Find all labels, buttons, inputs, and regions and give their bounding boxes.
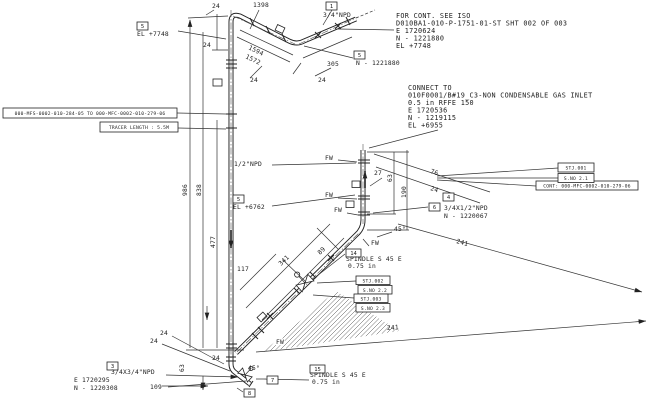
valve14-spec: SPINDLE S 45 E xyxy=(346,256,402,263)
dim-305: 305 xyxy=(327,61,339,68)
line-reference-label: 000-MFS-0002-010-284-05 TO 000-MFC-0002-… xyxy=(15,111,166,117)
weld-ticks xyxy=(226,16,370,388)
dim-477: 477 xyxy=(210,236,217,248)
tracer-length-label: TRACER LENGTH : 5.5M xyxy=(109,125,169,131)
item-1: 1 xyxy=(330,4,333,10)
item-5b: 5 xyxy=(358,53,361,59)
item-7: 7 xyxy=(271,378,274,384)
item-14: 14 xyxy=(350,251,357,257)
dim-24-c: 24 xyxy=(250,77,258,84)
dim-109: 109 xyxy=(150,384,162,391)
dim-63-riser: 63 xyxy=(387,174,394,182)
dim-117: 117 xyxy=(237,266,249,273)
spindle-valve-diagonal xyxy=(294,271,315,293)
item-5c: 5 xyxy=(237,197,240,203)
fw-label-3: FW xyxy=(334,207,342,214)
connect-line2: 010F0001/B#19_C3-NON CONDENSABLE GAS INL… xyxy=(408,92,592,100)
reference-boxes: 000-MFS-0002-010-284-05 TO 000-MFC-0002-… xyxy=(2,107,639,313)
connect-to-note: CONNECT TO 010F0001/B#19_C3-NON CONDENSA… xyxy=(408,84,592,130)
dim-63-bottom: 63 xyxy=(179,364,186,372)
fw-label-5: FW xyxy=(276,339,284,346)
for-cont-line5: EL +7748 xyxy=(396,42,431,50)
connect-line4: E 1720536 xyxy=(408,107,448,115)
callout-texts: EL +7748 N - 1221880 3/4"NPD 1/2"NPD EL … xyxy=(74,12,488,392)
for-cont-line3: E 1720624 xyxy=(396,27,436,35)
elevation-7748: EL +7748 xyxy=(137,31,169,38)
dim-1398: 1398 xyxy=(253,2,269,9)
sno23-tag: S.NO 2.3 xyxy=(361,306,385,312)
item-8: 8 xyxy=(248,391,251,397)
dim-24-top: 24 xyxy=(212,3,220,10)
dim-27: 27 xyxy=(374,170,382,177)
dim-838: 838 xyxy=(196,184,203,196)
item-number-boxes: 1 5 5 5 4 6 3 7 8 14 15 xyxy=(106,1,455,398)
dim-190: 190 xyxy=(401,186,408,198)
extension-lines xyxy=(186,9,409,351)
valve14-bore: 0.75 in xyxy=(348,263,376,270)
for-cont-line1: FOR CONT. SEE ISO xyxy=(396,12,471,20)
item-15: 15 xyxy=(314,367,321,373)
elevation-6762: EL +6762 xyxy=(233,204,265,211)
connect-line1: CONNECT TO xyxy=(408,84,452,92)
dim-76: 76 xyxy=(429,168,439,177)
dimension-lines xyxy=(162,14,491,386)
size-3434npd: 3/4X3/4"NPD xyxy=(111,369,155,376)
cont-reference-label: CONT: 000-MFC-0002-010-279-06 xyxy=(543,184,630,190)
size-34npd: 3/4"NPD xyxy=(323,12,351,19)
northing-1220067: N - 1220067 xyxy=(444,213,488,220)
northing-1221880: N - 1221880 xyxy=(356,60,400,67)
angle-45-lower: 45° xyxy=(248,364,260,372)
item-3: 3 xyxy=(111,364,114,370)
connect-line5: N - 1219115 xyxy=(408,114,456,122)
continuation-dashed-line xyxy=(355,9,376,19)
easting-1720295: E 1720295 xyxy=(74,377,110,384)
support-symbols xyxy=(212,24,361,323)
field-weld-labels: FW FW FW FW FW xyxy=(275,155,379,347)
fw-label-1: FW xyxy=(325,155,333,162)
field-weld-x-marks xyxy=(266,22,342,320)
dim-89: 89 xyxy=(317,246,328,257)
long-dimension-241 xyxy=(255,223,647,353)
dim-241-upper: 241 xyxy=(455,238,468,248)
angle-45-upper: 45° xyxy=(394,225,406,233)
connect-line6: EL +6955 xyxy=(408,122,443,130)
item-6: 6 xyxy=(433,205,436,211)
sno22-tag: S.NO 2.2 xyxy=(363,288,387,294)
stj003-tag: STJ.003 xyxy=(360,297,381,303)
dim-24-f: 24 xyxy=(160,330,168,337)
sno21-tag: S.NO 2.1 xyxy=(564,176,588,182)
valve15-bore: 0.75 in xyxy=(312,379,340,386)
connect-line3: 0.5 in RFFE 150 xyxy=(408,99,474,107)
dim-24-h: 24 xyxy=(212,355,220,362)
dim-986: 986 xyxy=(182,184,189,196)
stj002-tag: STJ.002 xyxy=(362,279,383,285)
for-cont-line4: N - 1221880 xyxy=(396,35,444,43)
dim-24-e: 24 xyxy=(429,185,439,194)
dim-24-d: 24 xyxy=(318,77,326,84)
stj001-tag: STJ.001 xyxy=(565,166,586,172)
item-5a: 5 xyxy=(141,24,144,30)
size-12npd: 1/2"NPD xyxy=(234,161,262,168)
northing-1220308: N - 1220308 xyxy=(74,385,118,392)
size-3412npd: 3/4X1/2"NPD xyxy=(444,205,488,212)
for-cont-note: FOR CONT. SEE ISO D010BA1-010-P-1751-01-… xyxy=(396,12,567,50)
item-4: 4 xyxy=(447,195,451,201)
dim-24-b: 24 xyxy=(203,42,211,49)
dim-241-lower: 241 xyxy=(387,324,399,332)
fw-label-2: FW xyxy=(325,192,333,199)
hatched-area xyxy=(263,291,399,352)
for-cont-line2: D010BA1-010-P-1751-01-ST SHT 002 OF 003 xyxy=(396,20,567,28)
dim-24-g: 24 xyxy=(150,338,158,345)
fw-label-4: FW xyxy=(371,240,379,247)
valve15-spec: SPINDLE S 45 E xyxy=(310,372,366,379)
